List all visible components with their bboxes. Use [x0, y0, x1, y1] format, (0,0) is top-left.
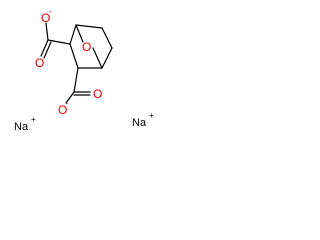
atom-o-top-minus: O: [41, 11, 50, 25]
bond-c-o-single-bottom: [65, 91, 75, 104]
bond-ring-4: [101, 47, 113, 69]
bond-c-o-double-top-a: [40, 39, 49, 57]
bond-c-ring-top: [47, 39, 71, 45]
charge-minus-bottom: -: [66, 99, 69, 108]
bond-bridge-left: [75, 24, 84, 43]
bond-c-o-single-top: [45, 22, 49, 41]
charge-minus-top: -: [49, 7, 52, 16]
bond-bridge-right: [92, 47, 103, 69]
bond-c-o-double-top-b: [43, 41, 52, 59]
atom-na-left: Na: [14, 121, 29, 133]
bond-ring-2: [75, 24, 103, 29]
atom-o-bottom-minus: O: [58, 103, 67, 117]
bond-ring-1: [69, 24, 77, 45]
atoms: O - O O O - O Na + Na +: [14, 7, 154, 133]
structure-diagram: O - O O O - O Na + Na +: [14, 7, 154, 133]
atom-o-top-double: O: [35, 56, 44, 70]
atom-o-bridge: O: [82, 40, 91, 54]
bond-ring-3: [101, 27, 113, 49]
charge-plus-right: +: [149, 111, 154, 120]
bonds: [40, 22, 113, 104]
bond-c-ring-bottom: [73, 67, 79, 93]
charge-plus-left: +: [31, 115, 36, 124]
atom-na-right: Na: [132, 117, 147, 129]
atom-o-bottom-double: O: [93, 87, 102, 101]
bond-ring-6: [69, 43, 79, 69]
